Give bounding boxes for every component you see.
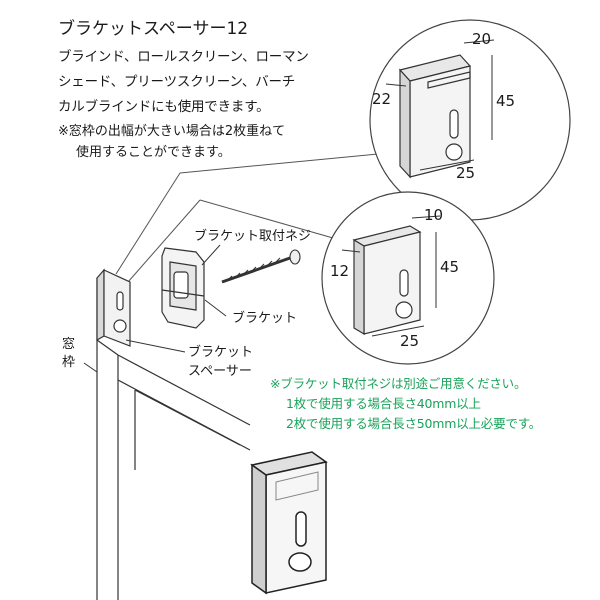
single-dimension-lines <box>341 215 441 337</box>
label-spacer-line-1: ブラケット <box>188 344 253 360</box>
dim-double-width: 20 <box>472 30 491 48</box>
description-line-1: ブラインド、ロールスクリーン、ローマン <box>58 49 309 65</box>
double-spacer-part <box>398 54 472 179</box>
dim-single-depth: 12 <box>330 262 349 280</box>
description-line-3: カルブラインドにも使用できます。 <box>58 99 270 115</box>
stack-note-line-1: ※窓枠の出幅が大きい場合は2枚重ねて <box>58 124 286 139</box>
description-line-2: シェード、プリーツスクリーン、バーチ <box>58 74 296 90</box>
zoom-circle-double: 20 22 45 25 <box>369 19 571 221</box>
screw-note-line-1: ※ブラケット取付ネジは別途ご用意ください。 <box>270 376 527 391</box>
product-title: ブラケットスペーサー12 <box>58 19 249 39</box>
label-frame-line-2: 枠 <box>62 355 75 370</box>
label-screw: ブラケット取付ネジ <box>194 228 311 244</box>
product-photo <box>250 451 328 595</box>
dim-double-base: 25 <box>456 164 475 182</box>
screw-note-line-2: 1枚で使用する場合長さ40mm以上 <box>286 396 481 411</box>
zoom-leader-lines <box>115 152 389 283</box>
mounted-spacer <box>96 268 131 347</box>
label-leaders <box>83 244 227 373</box>
bracket-part <box>161 247 205 329</box>
screw-part <box>221 249 301 284</box>
screw-note-line-3: 2枚で使用する場合長さ50mm以上必要です。 <box>286 416 542 431</box>
double-dimension-lines <box>385 39 495 171</box>
dim-single-height: 45 <box>440 258 459 276</box>
dim-double-height: 45 <box>496 92 515 110</box>
dim-single-base: 25 <box>400 332 419 350</box>
dim-single-width: 10 <box>424 206 443 224</box>
single-spacer-part <box>352 225 422 336</box>
label-frame-line-1: 窓 <box>62 336 75 352</box>
label-bracket: ブラケット <box>232 310 297 326</box>
dim-double-depth: 22 <box>372 90 391 108</box>
stack-note-line-2: 使用することができます。 <box>76 145 231 160</box>
zoom-circle-single: 10 12 45 25 <box>321 191 495 365</box>
label-spacer-line-2: スペーサー <box>188 364 252 379</box>
